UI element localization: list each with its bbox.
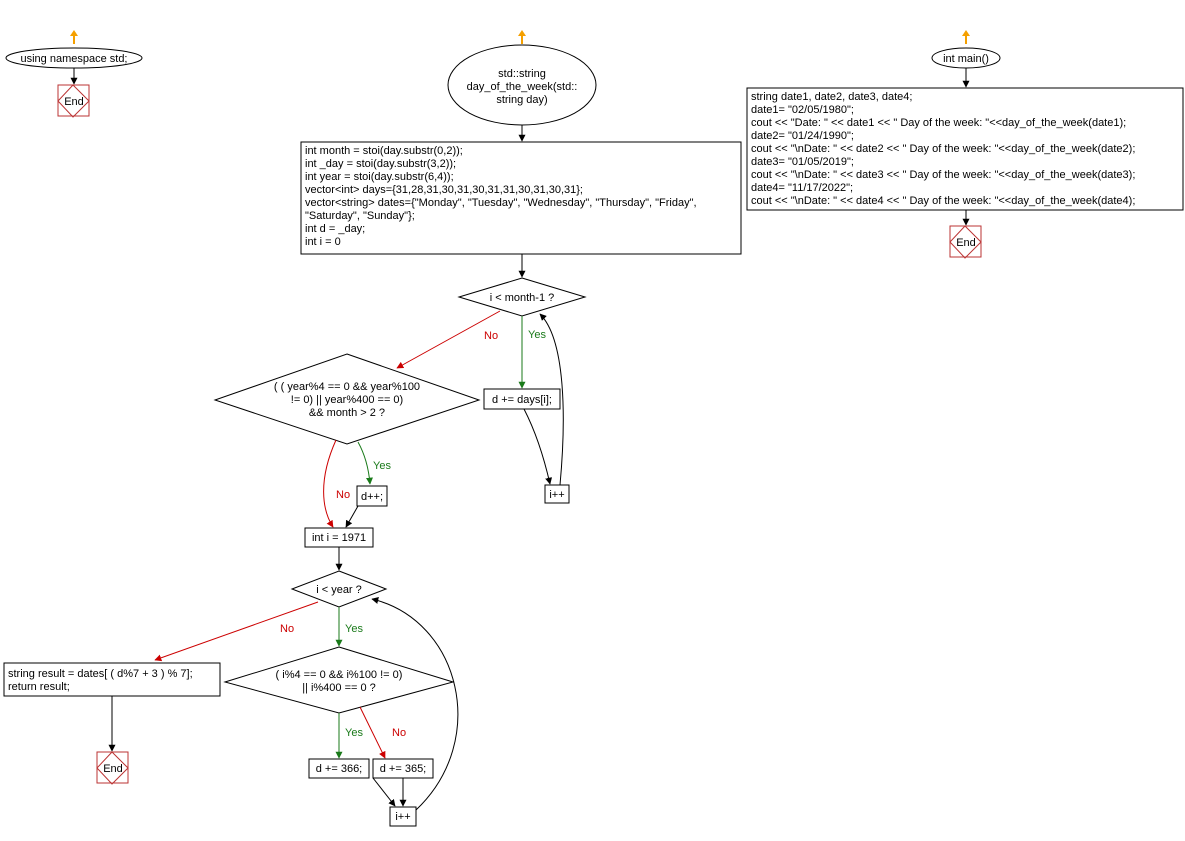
result-line: return result;	[8, 681, 70, 693]
process-label: int i = 1971	[312, 532, 366, 544]
yes-label: Yes	[373, 460, 391, 472]
decision-label: != 0) || year%400 == 0)	[291, 394, 403, 406]
main-line: date3= "01/05/2019";	[751, 156, 854, 168]
function-flowchart: std::string day_of_the_week(std:: string…	[3, 30, 742, 827]
left-flowchart: using namespace std; End	[5, 30, 143, 118]
process-add-366: d += 366;	[308, 758, 370, 779]
process-add-days: d += days[i];	[483, 388, 561, 410]
result-line: string result = dates[ ( d%7 + 3 ) % 7];	[8, 668, 193, 680]
main-line: cout << "\nDate: " << date3 << " Day of …	[751, 169, 1135, 181]
decision-label: ( i%4 == 0 && i%100 != 0)	[276, 669, 403, 681]
main-line: date4= "11/17/2022";	[751, 182, 853, 194]
main-flowchart: int main() string date1, date2, date3, d…	[746, 30, 1184, 259]
process-label: d++;	[361, 491, 383, 503]
end-label: End	[103, 763, 123, 775]
no-label: No	[336, 489, 350, 501]
init-line: int year = stoi(day.substr(6,4));	[305, 171, 454, 183]
init-line: vector<int> days={31,28,31,30,31,30,31,3…	[305, 184, 583, 196]
process-label: i++	[549, 489, 564, 501]
process-label: d += days[i];	[492, 394, 552, 406]
init-line: "Saturday", "Sunday"};	[305, 210, 415, 222]
process-d-increment: d++;	[356, 485, 388, 507]
start-node-main-label: int main()	[943, 53, 989, 65]
start-marker-icon	[962, 30, 970, 44]
process-inc-i-month: i++	[544, 484, 570, 504]
init-line: int _day = stoi(day.substr(3,2));	[305, 158, 456, 170]
decision-label: && month > 2 ?	[309, 407, 385, 419]
init-line: int i = 0	[305, 236, 341, 248]
decision-month-loop: i < month-1 ?	[457, 277, 587, 317]
process-add-365: d += 365;	[372, 758, 434, 779]
start-marker-icon	[518, 30, 526, 44]
decision-label: || i%400 == 0 ?	[302, 682, 376, 694]
decision-label: i < month-1 ?	[490, 292, 555, 304]
end-node-function: End	[96, 751, 129, 785]
init-line: int month = stoi(day.substr(0,2));	[305, 145, 463, 157]
process-label: i++	[395, 811, 410, 823]
start-marker-icon	[70, 30, 78, 44]
decision-label: ( ( year%4 == 0 && year%100	[274, 381, 420, 393]
function-signature-line-3: string day)	[496, 94, 547, 106]
main-line: cout << "\nDate: " << date2 << " Day of …	[751, 143, 1135, 155]
process-inc-i-year: i++	[389, 806, 417, 827]
end-label: End	[956, 237, 976, 249]
no-label: No	[280, 623, 294, 635]
main-line: date1= "02/05/1980";	[751, 104, 854, 116]
main-line: cout << "Date: " << date1 << " Day of th…	[751, 117, 1126, 129]
no-label: No	[392, 727, 406, 739]
main-body-block: string date1, date2, date3, date4; date1…	[746, 87, 1184, 211]
process-label: d += 365;	[380, 763, 427, 775]
function-signature-line-2: day_of_the_week(std::	[467, 81, 578, 93]
yes-label: Yes	[528, 329, 546, 341]
decision-leap-year: ( i%4 == 0 && i%100 != 0) || i%400 == 0 …	[223, 646, 455, 714]
decision-leap-february: ( ( year%4 == 0 && year%100 != 0) || yea…	[213, 353, 481, 445]
init-line: vector<string> dates={"Monday", "Tuesday…	[305, 197, 697, 209]
decision-year-loop: i < year ?	[290, 570, 388, 608]
function-signature-line-1: std::string	[498, 68, 546, 80]
end-node-main: End	[949, 225, 982, 259]
main-line: cout << "\nDate: " << date4 << " Day of …	[751, 195, 1135, 207]
main-line: date2= "01/24/1990";	[751, 130, 854, 142]
process-label: d += 366;	[316, 763, 363, 775]
init-block: int month = stoi(day.substr(0,2)); int _…	[300, 141, 742, 255]
decision-label: i < year ?	[316, 584, 362, 596]
yes-label: Yes	[345, 623, 363, 635]
init-line: int d = _day;	[305, 223, 365, 235]
start-node-namespace-label: using namespace std;	[20, 53, 127, 65]
process-init-year-loop: int i = 1971	[304, 527, 374, 548]
end-label: End	[64, 96, 84, 108]
yes-label: Yes	[345, 727, 363, 739]
main-line: string date1, date2, date3, date4;	[751, 91, 912, 103]
end-node-left: End	[57, 84, 90, 118]
process-result: string result = dates[ ( d%7 + 3 ) % 7];…	[3, 662, 221, 697]
no-label: No	[484, 330, 498, 342]
